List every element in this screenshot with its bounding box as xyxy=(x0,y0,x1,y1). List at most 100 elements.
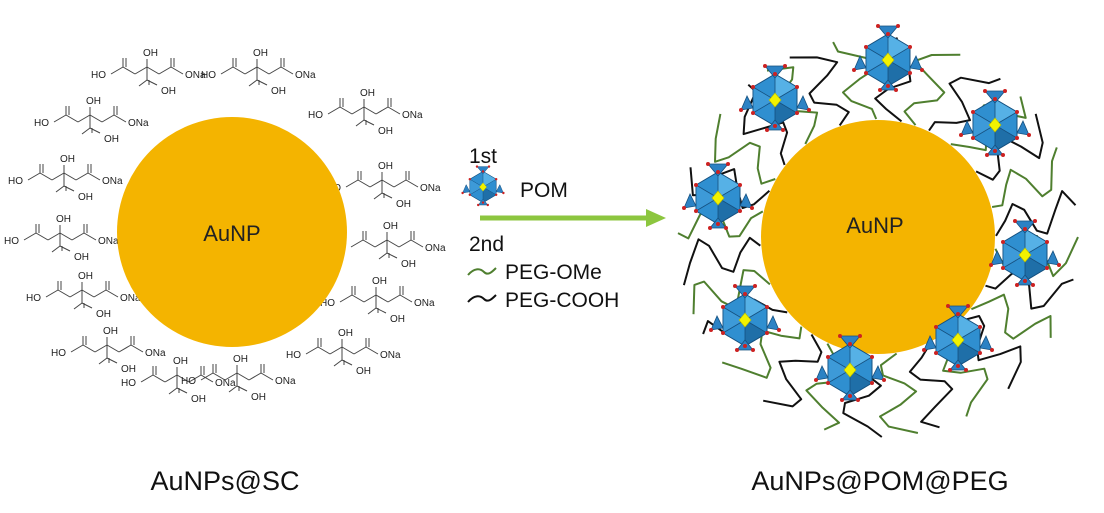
citrate-atom-label: OH xyxy=(104,134,119,145)
citrate-atom-label: OH xyxy=(74,252,89,263)
peg-cooh-chain xyxy=(960,315,1022,390)
citrate-atom-label: HO xyxy=(308,110,323,121)
citrate-atom-label: ONa xyxy=(128,118,149,129)
left-gold-nanoparticle xyxy=(117,117,347,347)
citrate-atom-label: OH xyxy=(121,364,136,375)
citrate-atom-label: OH xyxy=(86,96,101,107)
citrate-atom-label: ONa xyxy=(420,183,441,194)
peg-cooh-chain xyxy=(789,56,850,126)
step-first-reagent: POM xyxy=(520,179,568,202)
citrate-atom-label: HO xyxy=(121,378,136,389)
right-gold-nanoparticle xyxy=(761,120,995,354)
citrate-atom-label: OH xyxy=(396,199,411,210)
citrate-atom-label: HO xyxy=(91,70,106,81)
peg-ome-chain xyxy=(832,41,878,120)
citrate-atom-label: HO xyxy=(181,376,196,387)
step-first-label: 1st xyxy=(469,145,497,168)
citrate-atom-label: ONa xyxy=(102,176,123,187)
left-core-label: AuNP xyxy=(203,221,260,246)
citrate-atom-label: OH xyxy=(372,276,387,287)
peg-ome-chain xyxy=(971,293,1052,340)
citrate-atom-label: OH xyxy=(78,271,93,282)
citrate-atom-label: OH xyxy=(161,86,176,97)
pom-reagent-icon xyxy=(461,165,505,207)
peg-cooh-chain xyxy=(995,190,1077,237)
citrate-atom-label: ONa xyxy=(98,236,119,247)
citrate-atom-label: OH xyxy=(251,392,266,403)
peg-cooh-icon xyxy=(467,294,497,303)
peg-cooh-chain xyxy=(742,83,789,166)
citrate-atom-label: OH xyxy=(271,86,286,97)
reaction-arrow xyxy=(480,209,666,227)
citrate-atom-label: OH xyxy=(96,309,111,320)
citrate-atom-label: OH xyxy=(401,259,416,270)
citrate-atom-label: OH xyxy=(338,328,353,339)
citrate-atom-label: HO xyxy=(4,236,19,247)
citrate-atom-label: OH xyxy=(390,314,405,325)
peg-ome-chain xyxy=(879,352,919,434)
citrate-atom-label: HO xyxy=(26,293,41,304)
peg-cooh-chain xyxy=(928,76,1001,132)
peg-ome-label: PEG-OMe xyxy=(505,261,602,284)
citrate-atom-label: HO xyxy=(34,118,49,129)
peg-ome-chain xyxy=(903,53,961,126)
citrate-atom-label: OH xyxy=(233,354,248,365)
citrate-atom-label: HO xyxy=(51,348,66,359)
peg-ome-chain xyxy=(714,113,776,185)
citrate-atom-label: OH xyxy=(378,126,393,137)
peg-ome-chain xyxy=(721,326,803,379)
citrate-atom-label: ONa xyxy=(275,376,296,387)
peg-cooh-label: PEG-COOH xyxy=(505,289,619,312)
pom-cluster xyxy=(738,63,812,133)
citrate-ligand-shell: HOOHONaOHHOOHONaOHHOOHONaOHHOOHONaOHHOOH… xyxy=(4,48,446,405)
peg-cooh-chain xyxy=(908,341,954,429)
citrate-atom-label: OH xyxy=(103,326,118,337)
citrate-atom-label: HO xyxy=(8,176,23,187)
citrate-atom-label: OH xyxy=(383,221,398,232)
peg-cooh-chain xyxy=(763,334,823,408)
pom-cluster xyxy=(708,283,782,353)
peg-cooh-chain xyxy=(682,236,761,286)
citrate-atom-label: HO xyxy=(320,298,335,309)
step-second-label: 2nd xyxy=(469,233,504,256)
citrate-atom-label: ONa xyxy=(425,243,446,254)
citrate-atom-label: OH xyxy=(143,48,158,59)
peg-cooh-chain xyxy=(985,266,1074,310)
citrate-atom-label: HO xyxy=(201,70,216,81)
citrate-atom-label: ONa xyxy=(145,348,166,359)
right-caption: AuNPs@POM@PEG xyxy=(751,466,1008,496)
citrate-atom-label: OH xyxy=(356,366,371,377)
citrate-atom-label: ONa xyxy=(380,350,401,361)
citrate-atom-label: ONa xyxy=(185,70,206,81)
citrate-atom-label: OH xyxy=(56,214,71,225)
citrate-atom-label: OH xyxy=(378,161,393,172)
citrate-atom-label: HO xyxy=(286,350,301,361)
citrate-atom-label: OH xyxy=(191,394,206,405)
citrate-atom-label: ONa xyxy=(414,298,435,309)
peg-ome-icon xyxy=(467,267,497,276)
citrate-atom-label: OH xyxy=(60,154,75,165)
citrate-atom-label: OH xyxy=(253,48,268,59)
peg-ome-chain xyxy=(991,147,1058,208)
citrate-atom-label: ONa xyxy=(295,70,316,81)
citrate-atom-label: OH xyxy=(78,192,93,203)
citrate-atom-label: ONa xyxy=(402,110,423,121)
citrate-atom-label: ONa xyxy=(120,293,141,304)
citrate-atom-label: OH xyxy=(360,88,375,99)
citrate-atom-label: ONa xyxy=(215,378,236,389)
